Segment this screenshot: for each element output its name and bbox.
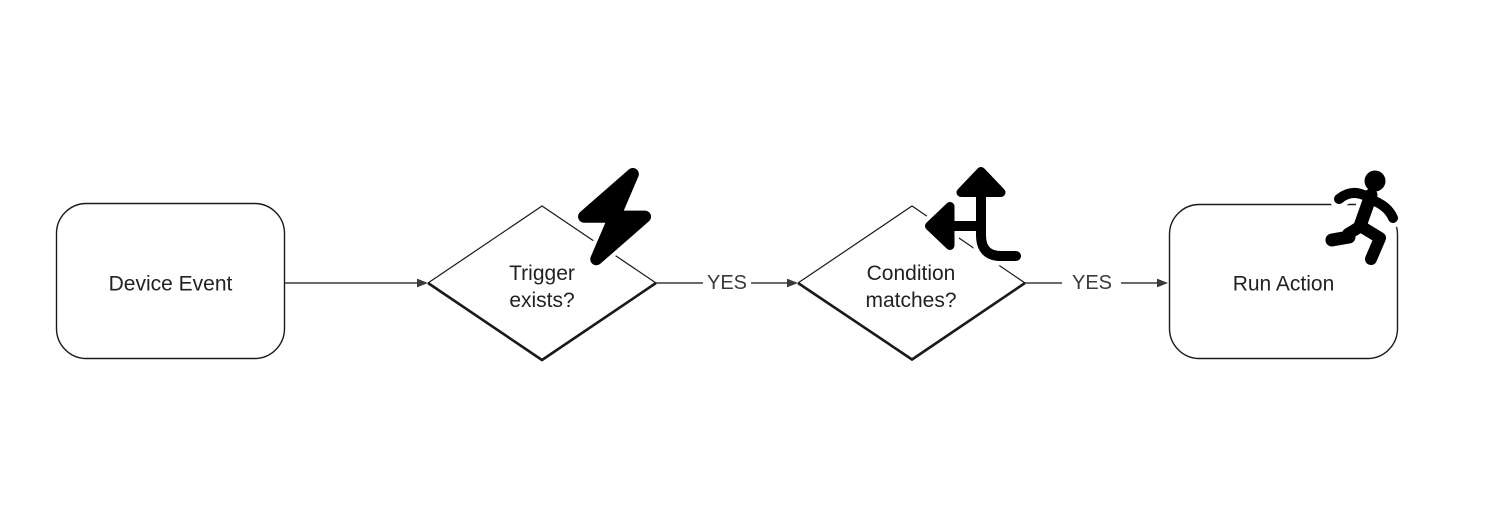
lightning-bolt-icon (574, 164, 656, 270)
arrows-split-up-left-icon (920, 162, 1026, 266)
edge-device-to-trigger (285, 278, 428, 288)
arrowhead-icon (787, 278, 798, 288)
node-condition-matches-shape (797, 205, 1026, 362)
arrowhead-icon (1157, 278, 1168, 288)
edge-condition-to-run (1025, 278, 1168, 288)
node-device-event-shape (55, 202, 286, 360)
person-running-icon (1321, 166, 1403, 270)
arrowhead-icon (417, 278, 428, 288)
edge-trigger-to-condition (656, 278, 798, 288)
